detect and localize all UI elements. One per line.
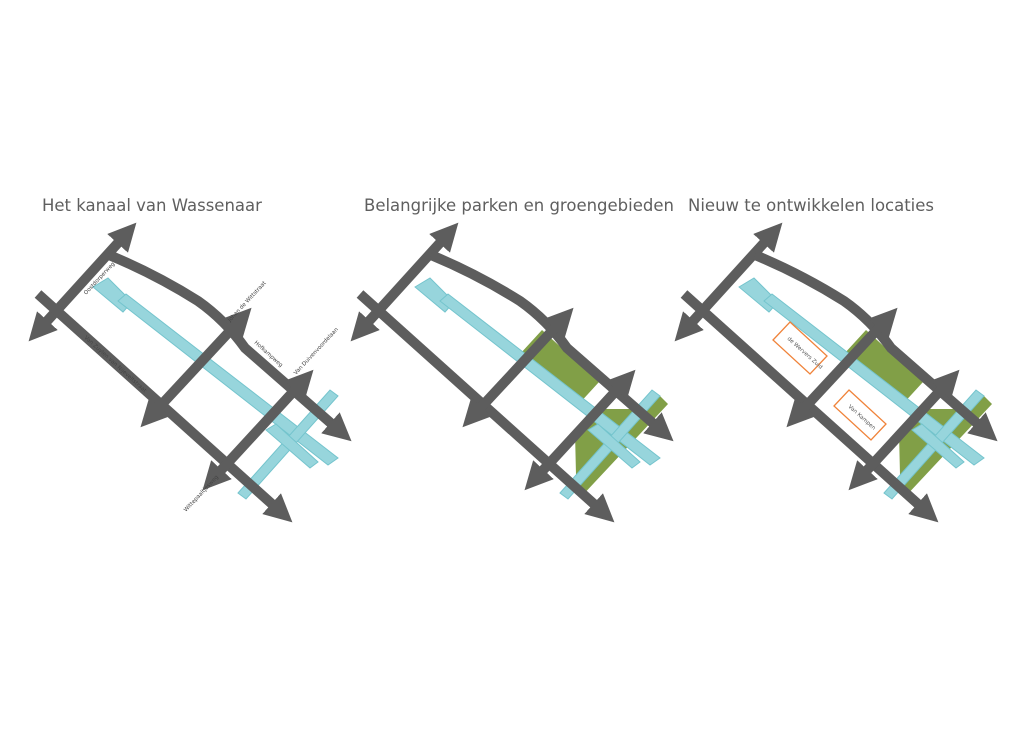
road-network	[674, 222, 998, 523]
label-wittepaaltjesweg: Wittepaaltjesweg	[183, 474, 220, 513]
panel-title-locations: Nieuw te ontwikkelen locaties	[688, 196, 935, 215]
panel-title-canal: Het kanaal van Wassenaar	[42, 196, 262, 215]
label-johan-de-wittstraat: Johan de Wittstraat	[226, 280, 268, 324]
label-van-duivenvoordelaan: Van Duivenvoordelaan	[293, 326, 340, 376]
label-van-zuylen: Van Zuylen van Nijeveltstraat	[83, 335, 148, 395]
map-panel-locations: de Wervers Zuid Van Kampen	[674, 222, 998, 523]
map-panel-canal: Oostdorperweg Johan de Wittstraat Hofkam…	[28, 222, 352, 523]
road-oostdorperweg	[28, 222, 137, 342]
road-network	[28, 222, 352, 523]
panel-title-parks: Belangrijke parken en groengebieden	[364, 196, 674, 215]
map-panel-parks	[350, 222, 674, 523]
road-network	[350, 222, 674, 523]
road-johan-de-witt	[140, 307, 252, 428]
road-van-duivenvoorde	[202, 369, 314, 491]
